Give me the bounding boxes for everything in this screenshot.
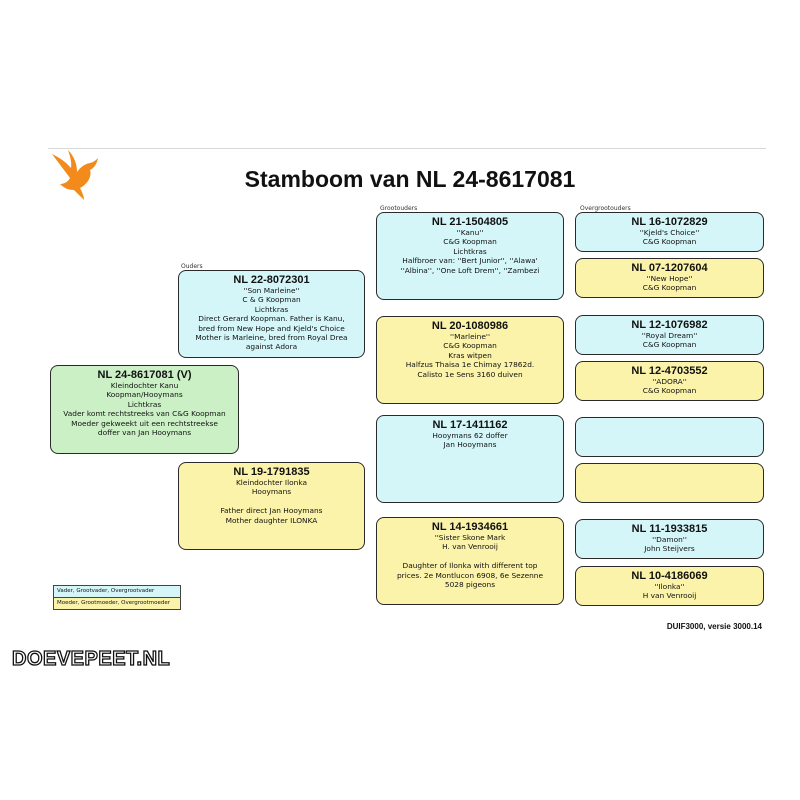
great-grandparent-card-empty[interactable] xyxy=(575,417,764,457)
great-grandparent-card[interactable]: NL 16-1072829 ''Kjeld's Choice'' C&G Koo… xyxy=(575,212,764,252)
father-notes: ''Son Marleine'' C & G Koopman Lichtkras… xyxy=(195,286,348,352)
grandparent-ring-number: NL 20-1080986 xyxy=(431,320,509,332)
watermark-text: DOEVEPEET.NL xyxy=(11,647,171,670)
father-ring-number: NL 22-8072301 xyxy=(233,274,310,286)
mother-card[interactable]: NL 19-1791835 Kleindochter Ilonka Hooyma… xyxy=(178,462,365,550)
legend-female: Moeder, Grootmoeder, Overgrootmoeder xyxy=(53,597,181,610)
great-grandparent-notes: ''ADORA'' C&G Koopman xyxy=(642,377,697,396)
section-label-grootouders: Grootouders xyxy=(380,205,418,212)
great-grandparent-ring-number: NL 11-1933815 xyxy=(631,523,708,535)
great-grandparent-card-empty[interactable] xyxy=(575,463,764,503)
great-grandparent-notes: ''New Hope'' C&G Koopman xyxy=(642,274,697,293)
grandparent-card[interactable]: NL 20-1080986 ''Marleine'' C&G Koopman K… xyxy=(376,316,564,404)
father-card[interactable]: NL 22-8072301 ''Son Marleine'' C & G Koo… xyxy=(178,270,365,358)
great-grandparent-ring-number: NL 16-1072829 xyxy=(631,216,708,228)
grandparent-ring-number: NL 17-1411162 xyxy=(432,419,508,431)
great-grandparent-ring-number: NL 07-1207604 xyxy=(631,262,708,274)
header-rule xyxy=(48,148,766,149)
great-grandparent-notes: ''Kjeld's Choice'' C&G Koopman xyxy=(639,228,700,247)
legend: Vader, Grootvader, Overgrootvader Moeder… xyxy=(53,585,181,610)
great-grandparent-notes: ''Ilonka'' H van Venrooij xyxy=(642,582,697,601)
great-grandparent-card[interactable]: NL 12-4703552 ''ADORA'' C&G Koopman xyxy=(575,361,764,401)
section-label-overgrootouders: Overgrootouders xyxy=(580,205,631,212)
dove-logo-icon xyxy=(52,150,98,200)
great-grandparent-ring-number: NL 12-4703552 xyxy=(631,365,708,377)
subject-ring-number: NL 24-8617081 (V) xyxy=(97,369,192,381)
grandparent-card[interactable]: NL 21-1504805 ''Kanu'' C&G Koopman Licht… xyxy=(376,212,564,300)
great-grandparent-ring-number: NL 10-4186069 xyxy=(631,570,708,582)
grandparent-notes: Hooymans 62 doffer Jan Hooymans xyxy=(432,431,508,450)
grandparent-card[interactable]: NL 14-1934661 ''Sister Skone Mark H. van… xyxy=(376,517,564,605)
grandparent-ring-number: NL 21-1504805 xyxy=(431,216,509,228)
great-grandparent-ring-number: NL 12-1076982 xyxy=(631,319,708,331)
grandparent-notes: ''Sister Skone Mark H. van Venrooij Daug… xyxy=(396,533,544,590)
great-grandparent-card[interactable]: NL 11-1933815 ''Damon'' John Steijvers xyxy=(575,519,764,559)
great-grandparent-notes: ''Royal Dream'' C&G Koopman xyxy=(641,331,698,350)
great-grandparent-card[interactable]: NL 10-4186069 ''Ilonka'' H van Venrooij xyxy=(575,566,764,606)
mother-notes: Kleindochter Ilonka Hooymans Father dire… xyxy=(220,478,323,525)
subject-notes: Kleindochter Kanu Koopman/Hooymans Licht… xyxy=(63,381,226,438)
great-grandparent-card[interactable]: NL 12-1076982 ''Royal Dream'' C&G Koopma… xyxy=(575,315,764,355)
version-label: DUIF3000, versie 3000.14 xyxy=(666,622,762,631)
legend-male: Vader, Grootvader, Overgrootvader xyxy=(53,585,181,597)
mother-ring-number: NL 19-1791835 xyxy=(233,466,310,478)
grandparent-ring-number: NL 14-1934661 xyxy=(431,521,509,533)
grandparent-notes: ''Kanu'' C&G Koopman Lichtkras Halfbroer… xyxy=(400,228,540,275)
page-title: Stamboom van NL 24-8617081 xyxy=(244,166,576,192)
great-grandparent-card[interactable]: NL 07-1207604 ''New Hope'' C&G Koopman xyxy=(575,258,764,298)
grandparent-notes: ''Marleine'' C&G Koopman Kras witpen Hal… xyxy=(405,332,535,379)
grandparent-card[interactable]: NL 17-1411162 Hooymans 62 doffer Jan Hoo… xyxy=(376,415,564,503)
great-grandparent-notes: ''Damon'' John Steijvers xyxy=(644,535,695,554)
section-label-ouders: Ouders xyxy=(181,263,203,270)
subject-card[interactable]: NL 24-8617081 (V) Kleindochter Kanu Koop… xyxy=(50,365,239,454)
